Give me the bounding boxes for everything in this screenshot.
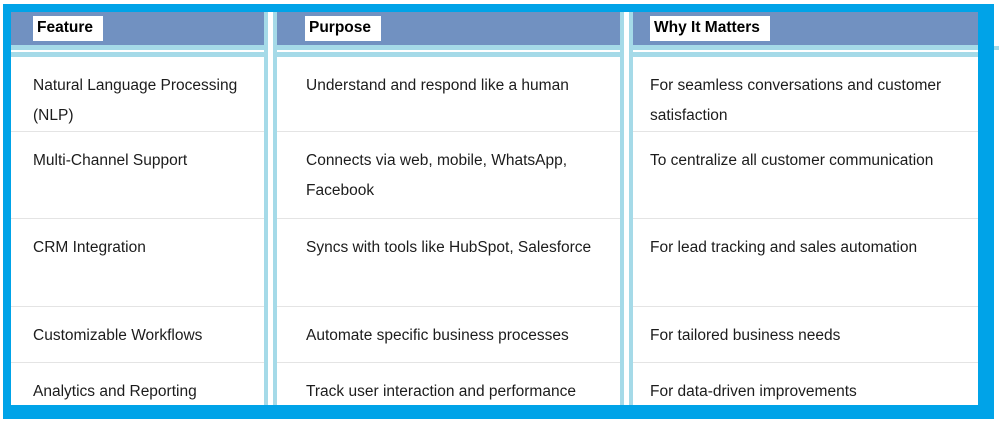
header-underline-band	[277, 45, 620, 57]
cell-feature-row2: Multi-Channel Support	[11, 132, 264, 219]
cell-why-row1: For seamless conversations and customer …	[633, 57, 978, 132]
header-cell-purpose: Purpose	[277, 12, 620, 45]
cell-feature-row3: CRM Integration	[11, 219, 264, 307]
column-divider	[264, 132, 277, 219]
cell-why-row2: To centralize all customer communication	[633, 132, 978, 219]
cell-why-row4: For tailored business needs	[633, 307, 978, 363]
column-divider	[620, 12, 633, 45]
header-underline-band	[11, 45, 264, 57]
cell-purpose-row3: Syncs with tools like HubSpot, Salesforc…	[277, 219, 620, 307]
cell-purpose-row4: Automate specific business processes	[277, 307, 620, 363]
header-label-feature: Feature	[33, 16, 103, 41]
cell-why-row5: For data-driven improvements	[633, 363, 978, 405]
column-divider	[620, 219, 633, 307]
header-underline-band	[633, 45, 978, 57]
border-edge-tick	[994, 46, 999, 50]
cell-purpose-row5: Track user interaction and performance	[277, 363, 620, 405]
cell-feature-row5: Analytics and Reporting	[11, 363, 264, 405]
cell-purpose-row1: Understand and respond like a human	[277, 57, 620, 132]
header-cell-why-it-matters: Why It Matters	[633, 12, 978, 45]
column-divider	[620, 45, 633, 57]
column-divider	[264, 12, 277, 45]
column-divider	[620, 132, 633, 219]
column-divider	[620, 57, 633, 132]
cell-purpose-row2: Connects via web, mobile, WhatsApp, Face…	[277, 132, 620, 219]
column-divider	[620, 307, 633, 363]
column-divider	[620, 363, 633, 405]
cell-feature-row4: Customizable Workflows	[11, 307, 264, 363]
header-cell-feature: Feature	[11, 12, 264, 45]
header-label-why-it-matters: Why It Matters	[650, 16, 770, 41]
column-divider	[264, 57, 277, 132]
cell-feature-row1: Natural Language Processing (NLP)	[11, 57, 264, 132]
column-divider	[264, 363, 277, 405]
column-divider	[264, 219, 277, 307]
feature-table: Feature Purpose Why It Matters Natural L…	[3, 4, 994, 419]
column-divider	[264, 307, 277, 363]
cell-why-row3: For lead tracking and sales automation	[633, 219, 978, 307]
column-divider	[264, 45, 277, 57]
header-label-purpose: Purpose	[305, 16, 382, 41]
